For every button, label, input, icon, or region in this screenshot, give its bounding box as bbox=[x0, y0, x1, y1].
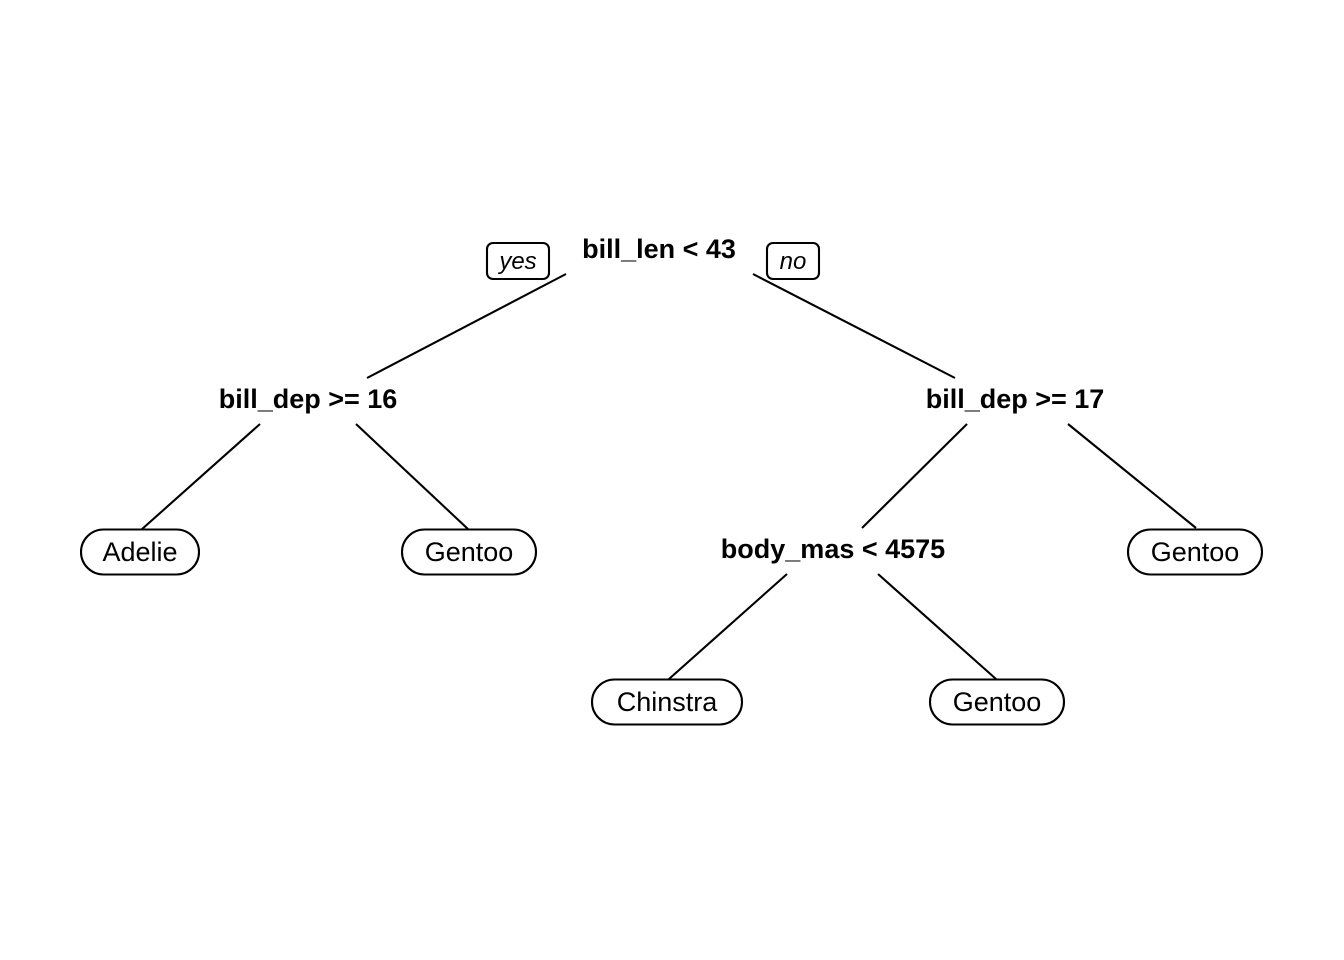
edge-body-mas-to-gentoo bbox=[877, 573, 997, 680]
edge-bill-dep-17-to-body-mas bbox=[861, 423, 968, 529]
no-label-box bbox=[765, 241, 821, 281]
leaf-label-adelie: Adelie bbox=[102, 537, 177, 567]
branch-annotation-no: no bbox=[765, 241, 821, 281]
leaf-label-gentoo-right: Gentoo bbox=[1151, 537, 1240, 567]
leaf-shape-chinstra bbox=[590, 678, 744, 726]
edge-root-to-bill-dep-16 bbox=[366, 273, 567, 379]
leaf-shape-adelie bbox=[79, 528, 201, 576]
edge-body-mas-to-chinstra bbox=[668, 573, 788, 680]
edge-bill-dep-16-to-gentoo bbox=[355, 423, 470, 531]
split-node-bill-dep-16[interactable]: bill_dep >= 16 bbox=[219, 384, 398, 414]
edge-bill-dep-17-to-gentoo bbox=[1067, 423, 1197, 529]
leaf-label-gentoo-left: Gentoo bbox=[425, 537, 514, 567]
leaf-node-gentoo-right[interactable]: Gentoo bbox=[1126, 528, 1264, 576]
split-node-root[interactable]: bill_len < 43 bbox=[582, 234, 736, 264]
split-node-body-mas[interactable]: body_mas < 4575 bbox=[721, 534, 945, 564]
leaf-node-adelie[interactable]: Adelie bbox=[79, 528, 201, 576]
leaf-shape-gentoo-right bbox=[1126, 528, 1264, 576]
yes-label-text: yes bbox=[497, 248, 536, 275]
edge-root-to-bill-dep-17 bbox=[752, 273, 956, 379]
split-node-group: bill_len < 43 bill_dep >= 16 bill_dep >=… bbox=[219, 234, 1105, 564]
leaf-node-chinstra[interactable]: Chinstra bbox=[590, 678, 744, 726]
leaf-node-gentoo-left[interactable]: Gentoo bbox=[400, 528, 538, 576]
leaf-shape-gentoo-left bbox=[400, 528, 538, 576]
no-label-text: no bbox=[780, 248, 807, 275]
leaf-node-gentoo-bottom[interactable]: Gentoo bbox=[928, 678, 1066, 726]
edge-group bbox=[140, 273, 1197, 680]
yes-label-box bbox=[485, 241, 551, 281]
branch-annotation-yes: yes bbox=[485, 241, 551, 281]
split-node-bill-dep-17[interactable]: bill_dep >= 17 bbox=[926, 384, 1105, 414]
edge-bill-dep-16-to-adelie bbox=[140, 423, 261, 531]
leaf-label-chinstra: Chinstra bbox=[617, 687, 719, 717]
leaf-label-gentoo-bottom: Gentoo bbox=[953, 687, 1042, 717]
leaf-shape-gentoo-bottom bbox=[928, 678, 1066, 726]
